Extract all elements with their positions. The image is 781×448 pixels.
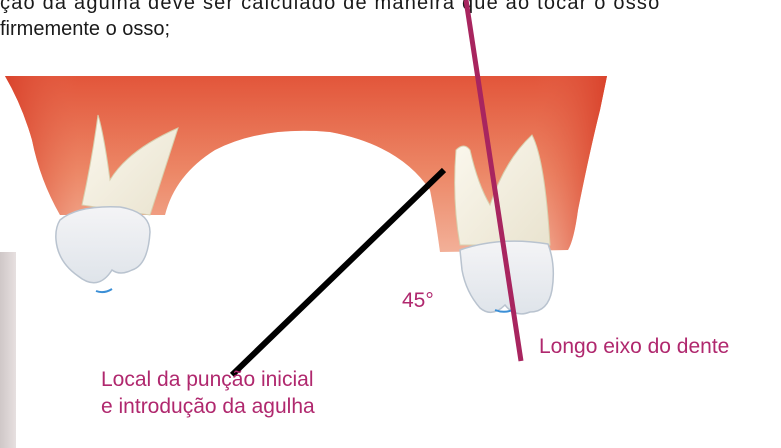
- puncture-label-line-1: Local da punção inicial: [101, 366, 315, 393]
- left-tooth-crown: [56, 207, 150, 283]
- puncture-label: Local da punção inicial e introdução da …: [101, 366, 315, 420]
- needle-line: [232, 170, 444, 375]
- angle-label: 45°: [402, 289, 434, 313]
- puncture-label-line-2: e introdução da agulha: [101, 393, 315, 420]
- long-axis-label: Longo eixo do dente: [539, 333, 729, 360]
- left-crown-edge: [96, 289, 112, 292]
